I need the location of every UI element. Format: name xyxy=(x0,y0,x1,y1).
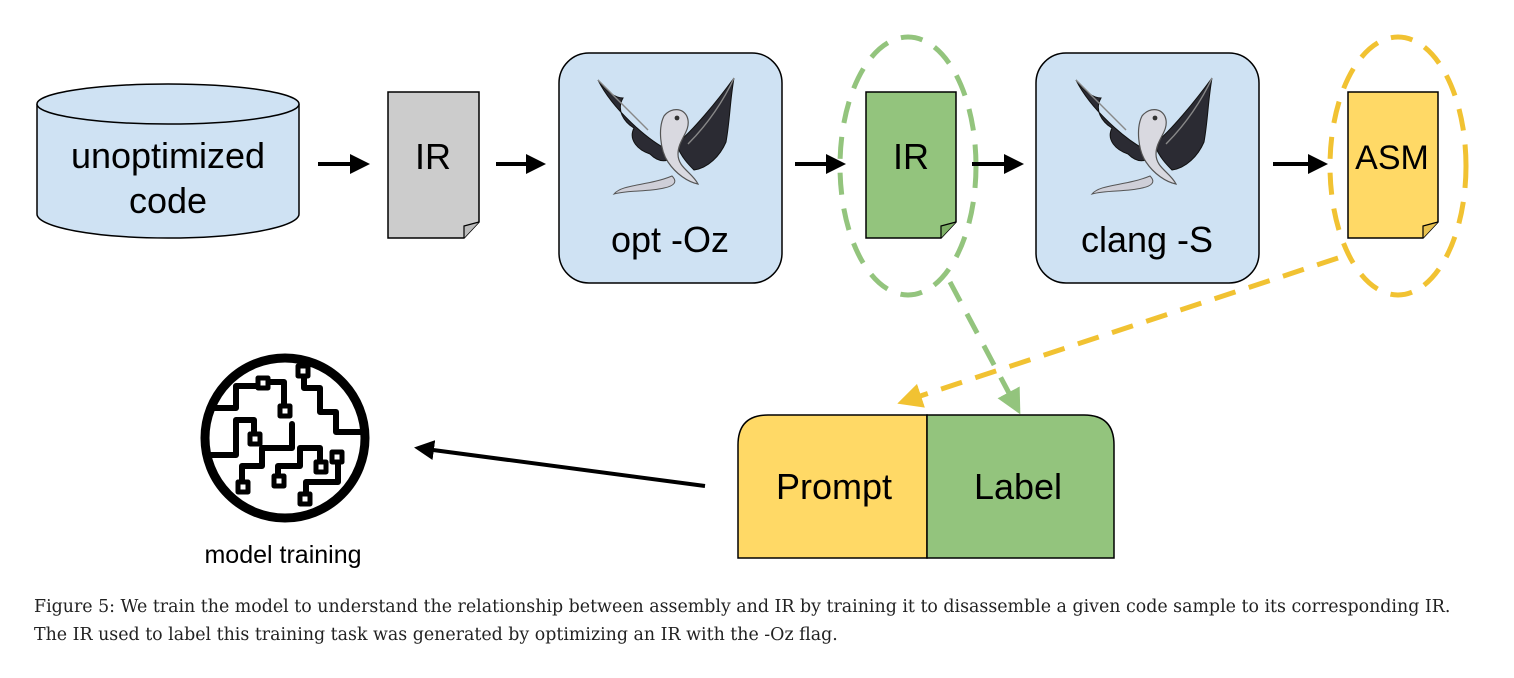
source-label-line1: unoptimized xyxy=(71,135,265,176)
green-dashed-arrow xyxy=(947,280,1021,415)
ir-input-document: IR xyxy=(387,91,480,239)
label-label: Label xyxy=(974,466,1062,507)
source-database: unoptimized code xyxy=(36,83,300,239)
opt-label: opt -Oz xyxy=(611,219,729,260)
ir-output-document: IR xyxy=(865,91,957,239)
model-training-icon xyxy=(200,353,370,523)
prompt-label: Prompt xyxy=(776,466,892,507)
ir-input-label: IR xyxy=(415,136,451,177)
clang-tool-box: clang -S xyxy=(1035,52,1260,284)
model-label: model training xyxy=(204,541,361,569)
opt-tool-box: opt -Oz xyxy=(558,52,783,284)
asm-highlight-ellipse xyxy=(1327,34,1469,298)
asm-document: ASM xyxy=(1347,91,1439,239)
database-body xyxy=(36,104,300,239)
ir-output-label: IR xyxy=(893,136,929,177)
clang-label: clang -S xyxy=(1081,219,1213,260)
figure-caption: Figure 5: We train the model to understa… xyxy=(34,597,1451,645)
pipeline-diagram: unoptimized code IR opt -Oz IR clang -S … xyxy=(36,34,1469,569)
source-label-line2: code xyxy=(129,180,207,221)
yellow-dashed-arrow xyxy=(897,255,1339,408)
database-top xyxy=(36,83,300,125)
arrow-sample-to-model xyxy=(414,440,706,488)
training-sample: Prompt Label xyxy=(737,414,1115,559)
asm-label: ASM xyxy=(1355,139,1429,177)
